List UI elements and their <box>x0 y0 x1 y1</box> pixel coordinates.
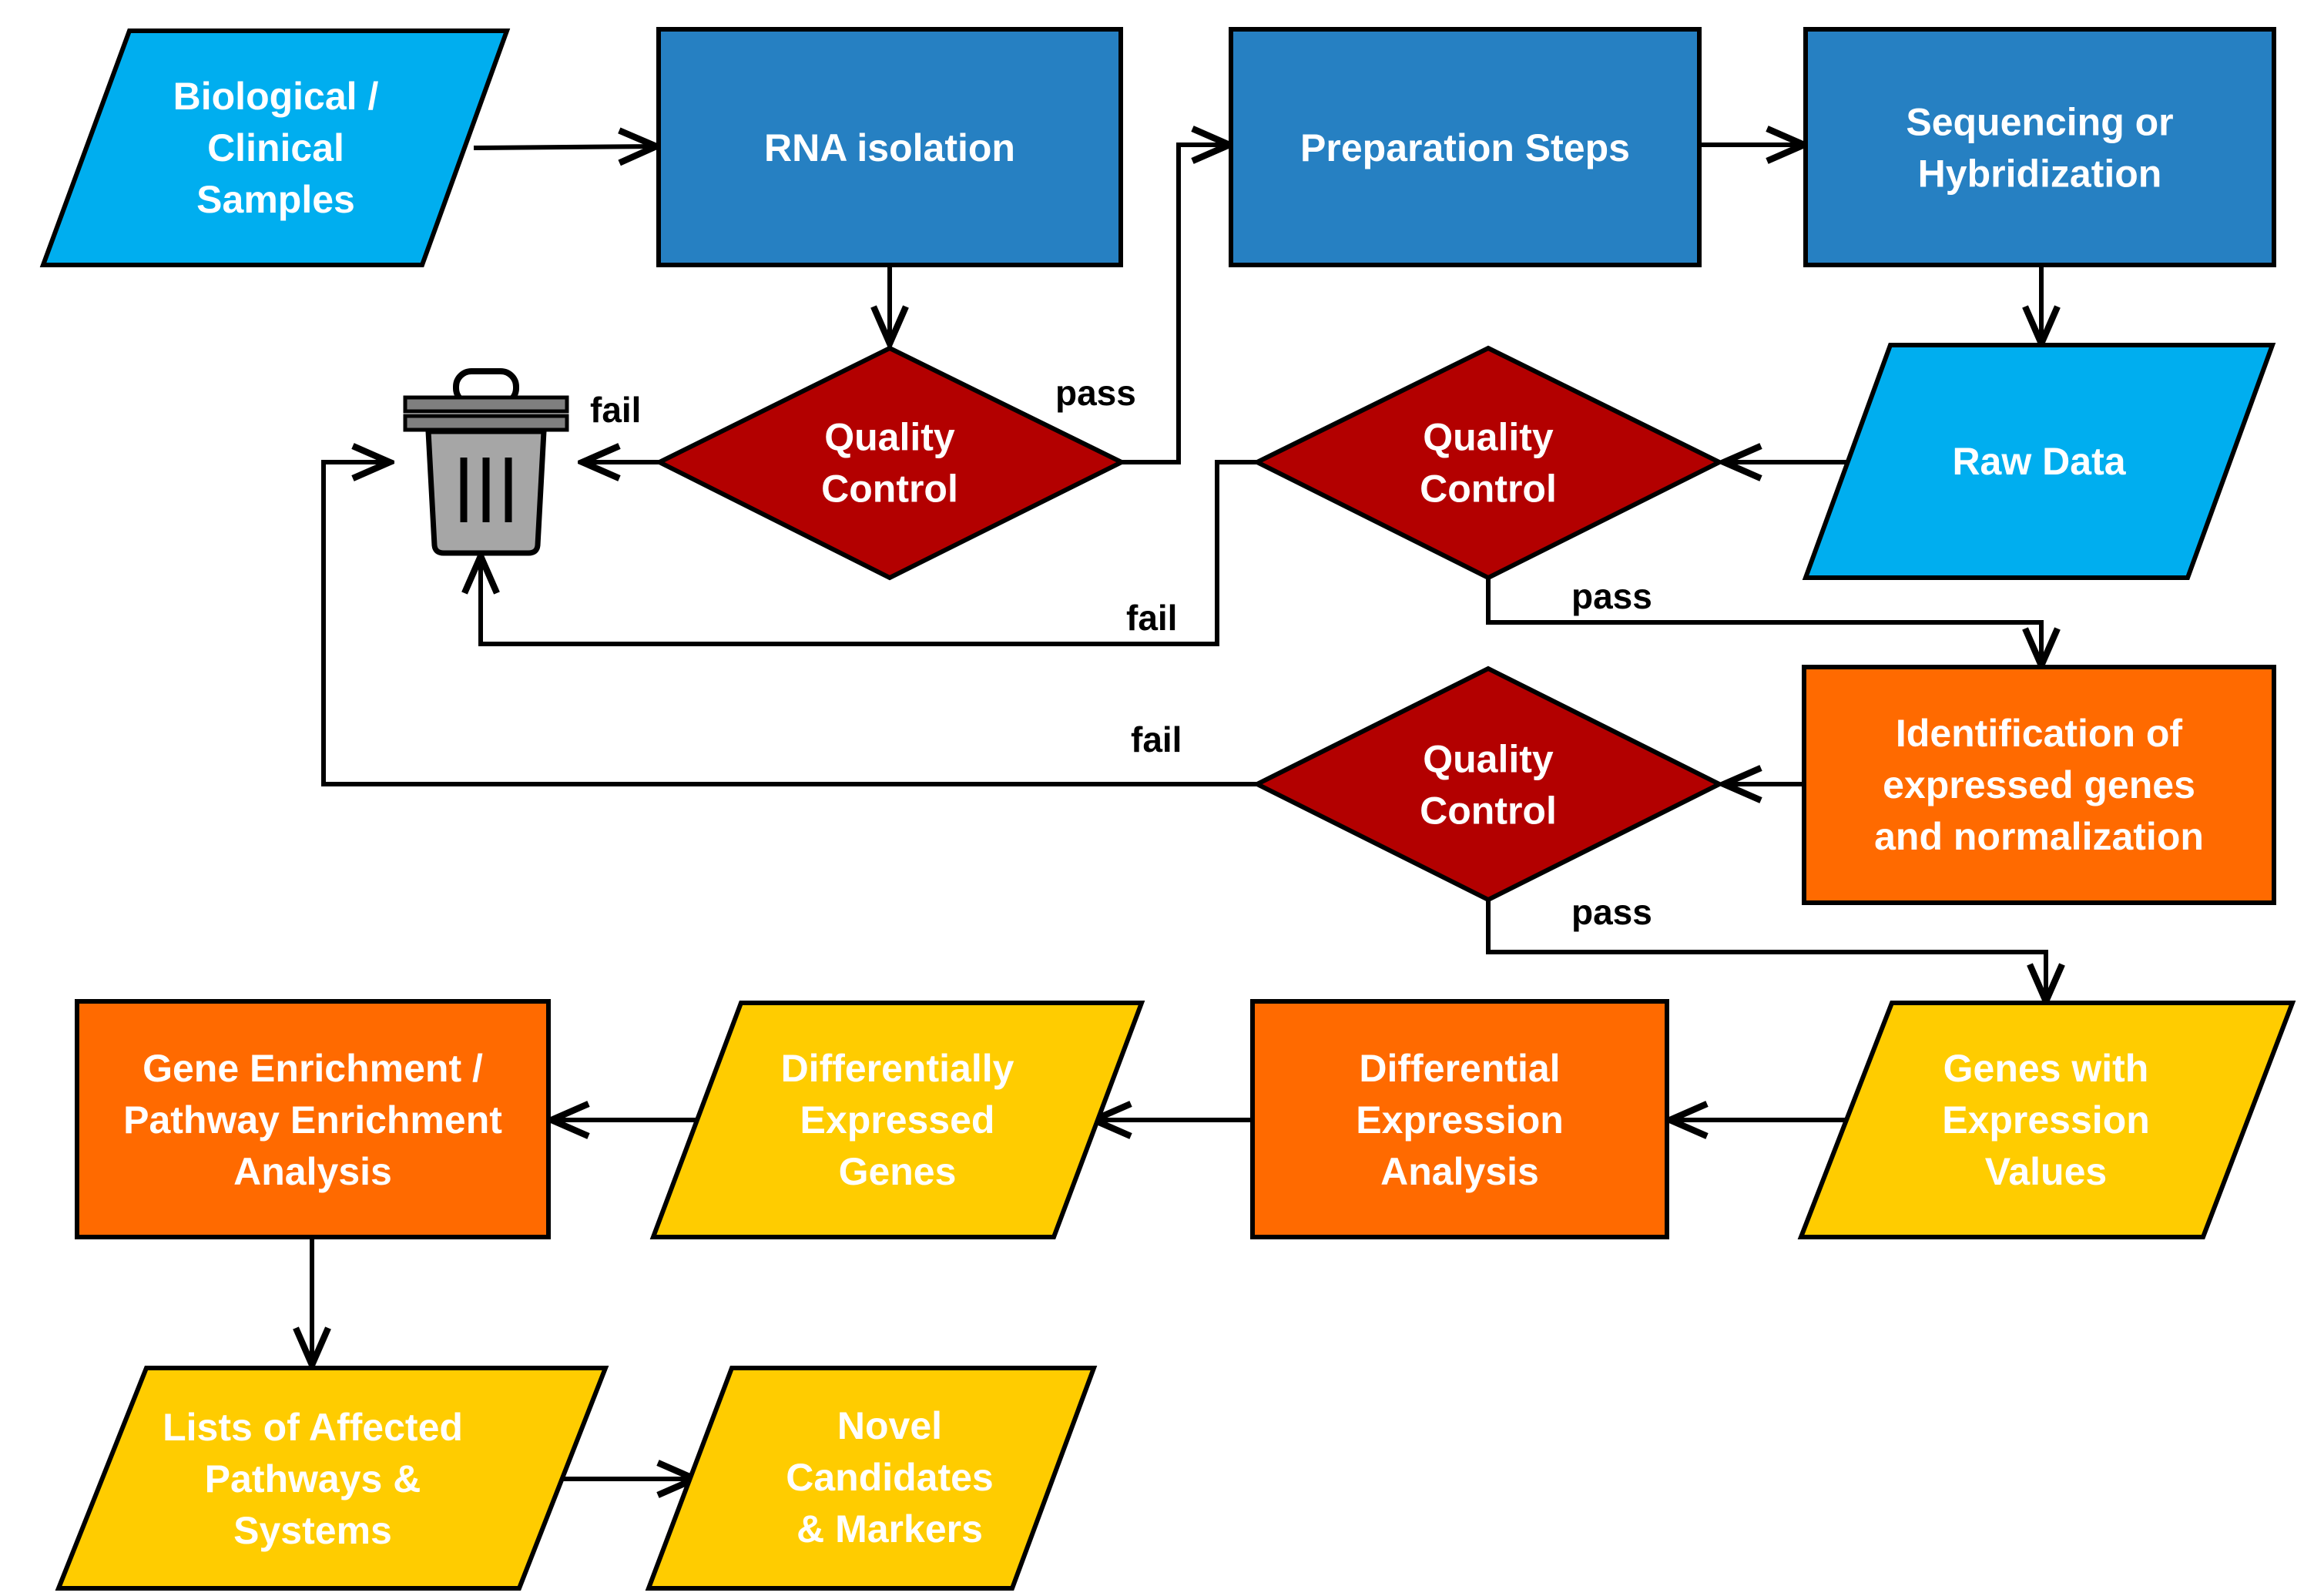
node-label-line: Candidates <box>786 1456 994 1499</box>
node-label-line: Differentially <box>781 1047 1014 1090</box>
bin-lid-top <box>403 395 569 414</box>
data-shape <box>39 28 511 267</box>
node-label-line: Expressed <box>800 1098 995 1142</box>
node-label-line: Genes with <box>1943 1047 2149 1090</box>
node-label-line: Sequencing or <box>1906 101 2173 144</box>
node-label-line: Analysis <box>233 1150 392 1193</box>
node-label: Raw Data <box>1952 440 2126 483</box>
node-label-line: Quality <box>1423 738 1554 781</box>
node-label-line: Quality <box>1423 416 1554 459</box>
qc2-pass-label: pass <box>1571 576 1652 616</box>
node-label-line: Samples <box>196 178 355 221</box>
node-label-line: Pathway Enrichment <box>123 1098 502 1142</box>
node-preparation-steps: Preparation Steps <box>1229 27 1702 267</box>
node-label-line: Biological / <box>173 75 379 118</box>
decision-shape <box>654 345 1127 581</box>
qc2-fail-label: fail <box>1126 598 1177 638</box>
bin-lid-bottom <box>403 414 569 432</box>
node-label-line: expressed genes <box>1883 763 2195 806</box>
node-label-line: Preparation Steps <box>1300 126 1630 169</box>
edge-qc2-pass-to-ident <box>1486 578 2041 666</box>
qc1-pass-label: pass <box>1055 373 1136 413</box>
node-label: Identification of expressed genes and norm… <box>1874 712 2204 858</box>
process-shape <box>1250 999 1669 1239</box>
data-shape <box>645 1366 1098 1591</box>
connectors <box>312 145 2046 1479</box>
node-sequencing: Sequencing or Hybridization <box>1803 27 2276 267</box>
node-label-line: Novel <box>837 1404 942 1447</box>
node-label-line: Clinical <box>207 126 344 169</box>
node-label-line: Expression <box>1942 1098 2150 1142</box>
node-label-line: Identification of <box>1896 712 2183 755</box>
edge-qc3-fail-to-bin <box>321 462 1257 786</box>
data-shape <box>1802 343 2276 580</box>
node-label: Preparation Steps <box>1300 126 1630 169</box>
node-label-line: Hybridization <box>1918 153 2162 196</box>
process-shape <box>1802 665 2276 905</box>
node-rna-isolation: RNA isolation <box>656 27 1123 267</box>
qc3-fail-label: fail <box>1131 719 1182 759</box>
process-shape <box>656 27 1123 267</box>
data-shape <box>1797 1001 2296 1239</box>
node-label-line: Values <box>1985 1150 2107 1193</box>
decision-shape <box>1252 345 1725 581</box>
node-identification: Identification of expressed genes and norm… <box>1802 665 2276 905</box>
edge-qc3-pass-to-genes <box>1486 900 2046 1001</box>
node-raw-data: Raw Data <box>1802 343 2276 580</box>
node-label-line: Lists of Affected <box>163 1406 463 1449</box>
node-label-line: Pathways & <box>205 1457 421 1500</box>
process-shape <box>1229 27 1702 267</box>
edge-labels: fail pass fail pass fail pass <box>590 373 1652 932</box>
node-label-line: Quality <box>824 416 955 459</box>
trash-can-icon <box>403 368 569 556</box>
node-label-line: Differential <box>1359 1047 1560 1090</box>
node-label-line: Gene Enrichment / <box>143 1047 483 1090</box>
process-shape <box>1803 27 2276 267</box>
edge-qc1-pass-to-prep <box>1122 145 1229 464</box>
node-label-line: Control <box>821 468 958 511</box>
qc3-pass-label: pass <box>1571 892 1652 932</box>
node-label-line: Control <box>1420 790 1557 833</box>
node-label-line: Expression <box>1356 1098 1564 1142</box>
decision-shape <box>1252 666 1725 903</box>
node-label-line: Analysis <box>1380 1150 1539 1193</box>
data-shape <box>649 1001 1145 1239</box>
node-label-line: Control <box>1420 468 1557 511</box>
process-shape <box>75 999 551 1239</box>
node-label-line: Genes <box>839 1150 957 1193</box>
qc1-fail-label: fail <box>590 390 641 430</box>
node-label-line: & Markers <box>796 1507 983 1551</box>
node-label-line: and normalization <box>1874 815 2204 858</box>
edge-qc2-fail-to-bin <box>481 460 1257 646</box>
node-label: RNA isolation <box>764 126 1015 169</box>
data-shape <box>55 1366 609 1591</box>
node-label: Sequencing or Hybridization <box>1906 101 2173 196</box>
node-label-line: RNA isolation <box>764 126 1015 169</box>
node-label-line: Raw Data <box>1952 440 2126 483</box>
node-label-line: Systems <box>233 1509 392 1552</box>
edge-samples-to-rna <box>473 146 656 148</box>
